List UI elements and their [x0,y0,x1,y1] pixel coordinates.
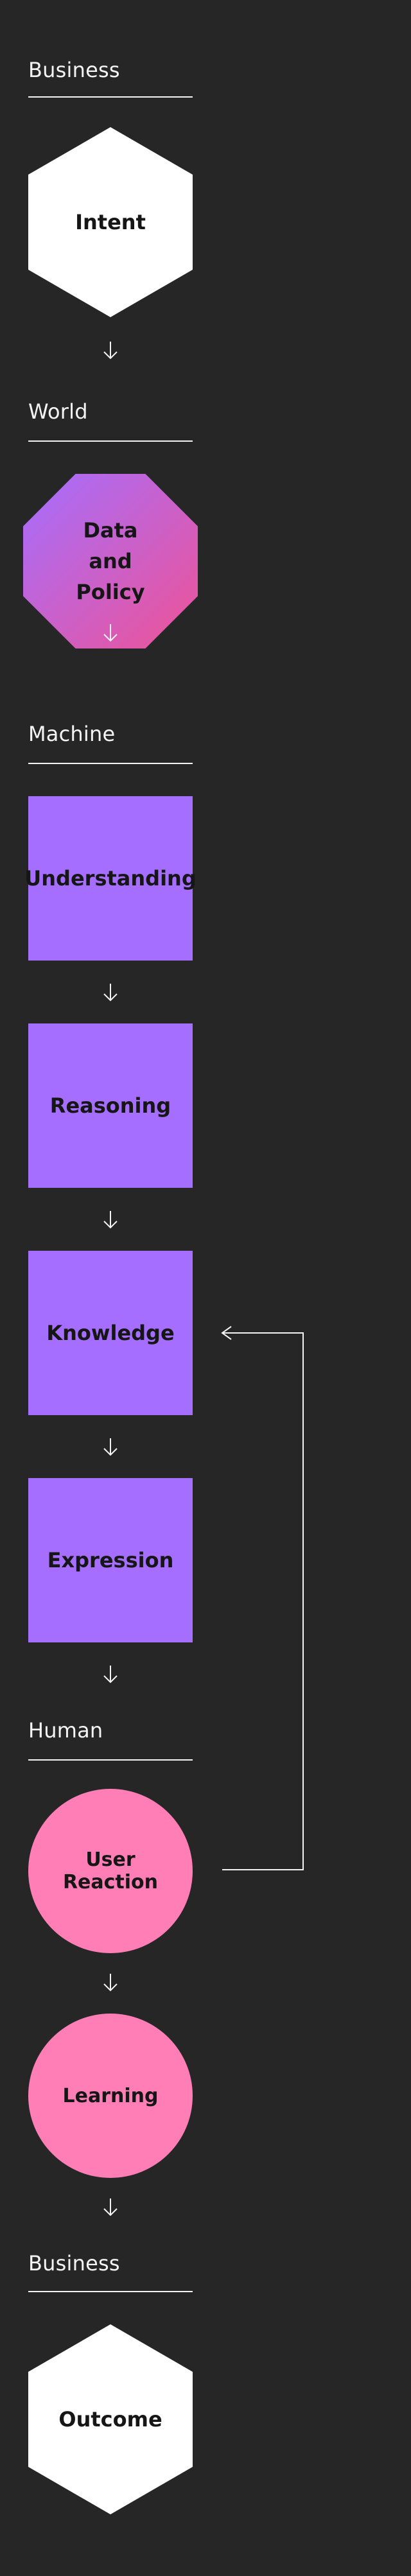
node-knowledge-label: Knowledge [46,1321,175,1345]
arrow-left-icon [221,1326,232,1340]
section-divider [28,440,193,442]
section-divider [28,96,193,98]
section-divider [28,763,193,764]
node-expression: Expression [28,1478,193,1642]
section-title-business: Business [28,58,120,82]
section-title-machine: Machine [28,722,116,746]
feedback-loop-line [222,1332,304,1870]
arrow-down-icon [103,2198,118,2216]
arrow-down-icon [103,1666,118,1684]
arrow-down-icon [103,1211,118,1229]
node-reasoning: Reasoning [28,1023,193,1188]
section-title-business: Business [28,2251,120,2276]
node-data-and-policy-label-line2: Policy [76,580,145,604]
node-user-reaction-label: User Reaction [62,1849,159,1893]
node-intent-label: Intent [75,210,146,234]
arrow-down-icon [103,1438,118,1456]
node-learning-label: Learning [62,2084,159,2107]
node-outcome-label: Outcome [58,2407,162,2432]
node-knowledge: Knowledge [28,1251,193,1415]
section-divider [28,2291,193,2292]
node-reasoning-label: Reasoning [49,1093,171,1118]
node-user-reaction: User Reaction [28,1789,193,1953]
node-understanding: Understanding [24,796,197,961]
node-understanding-label: Understanding [24,866,197,891]
node-intent: Intent [28,127,193,317]
arrow-down-icon [103,624,118,642]
arrow-down-icon [103,342,118,360]
section-title-world: World [28,399,88,424]
node-data-and-policy: Data and Policy [23,474,198,648]
section-title-human: Human [28,1718,103,1743]
arrow-down-icon [103,1974,118,1992]
node-data-and-policy-label-line1: Data and [83,518,138,573]
node-expression-label: Expression [47,1548,174,1572]
node-outcome: Outcome [28,2324,193,2514]
arrow-down-icon [103,984,118,1002]
section-divider [28,1759,193,1761]
node-learning: Learning [28,2014,193,2178]
